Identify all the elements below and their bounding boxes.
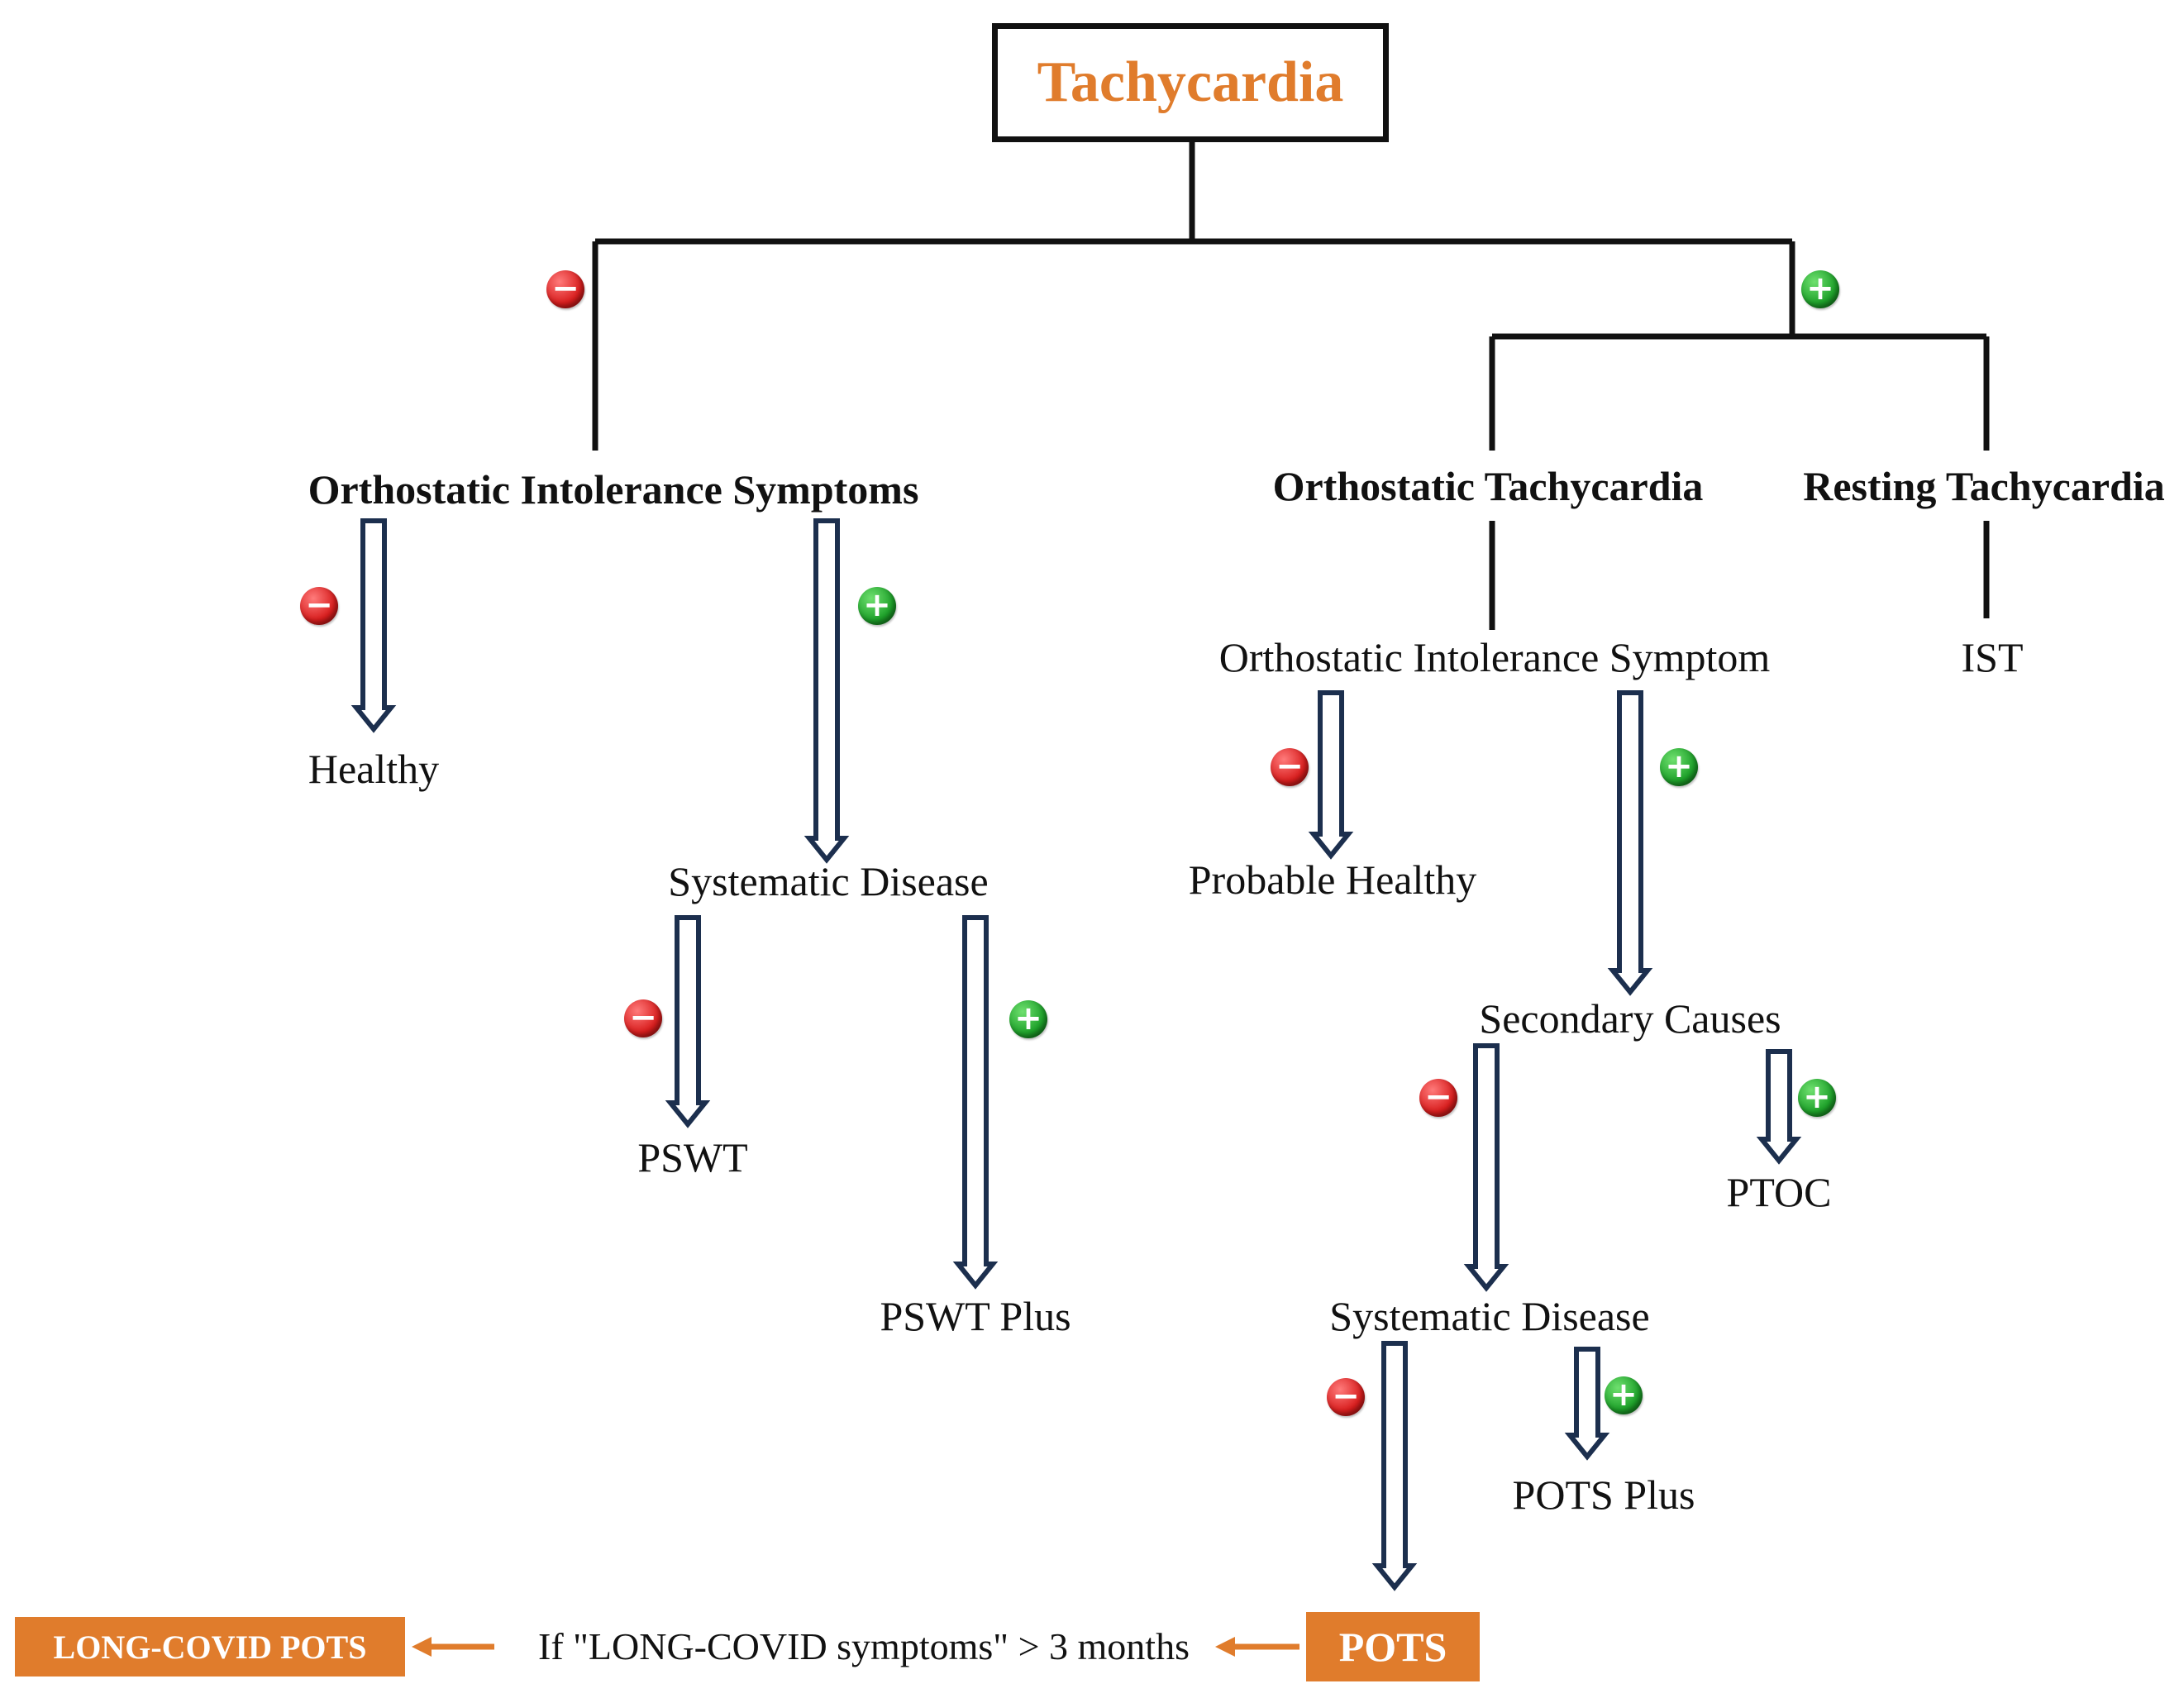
orth-intol-symptom-label: Orthostatic Intolerance Symptom	[1218, 634, 1771, 680]
orth-tachy-label: Orthostatic Tachycardia	[1272, 463, 1704, 509]
down-arrow	[1371, 1341, 1418, 1591]
down-arrow	[1308, 690, 1354, 860]
positive-icon: +	[1009, 1000, 1047, 1038]
pswt-label: PSWT	[637, 1134, 748, 1180]
pots-box: POTS	[1306, 1612, 1480, 1681]
down-arrow	[1564, 1347, 1610, 1461]
left-arrow-head	[1215, 1637, 1235, 1657]
healthy-label: Healthy	[308, 746, 440, 792]
left-arrow-head	[412, 1637, 432, 1657]
title-box: Tachycardia	[992, 23, 1389, 142]
pswt-plus-label: PSWT Plus	[880, 1293, 1071, 1339]
probable-healthy-label: Probable Healthy	[1188, 856, 1477, 903]
down-arrow	[804, 518, 850, 864]
positive-icon: +	[1798, 1079, 1836, 1117]
arrows-group	[350, 518, 1802, 1591]
positive-icon: +	[1801, 270, 1839, 308]
down-arrow	[665, 915, 711, 1128]
long-covid-pots-label: LONG-COVID POTS	[53, 1628, 367, 1666]
orth-intol-symptoms-label: Orthostatic Intolerance Symptoms	[308, 466, 919, 513]
ptoc-label: PTOC	[1726, 1169, 1832, 1215]
negative-icon: −	[300, 587, 338, 625]
negative-icon: −	[1419, 1079, 1457, 1117]
title-text: Tachycardia	[1037, 50, 1344, 114]
positive-icon: +	[1605, 1376, 1643, 1414]
connector-lines	[592, 142, 1990, 630]
pots-plus-label: POTS Plus	[1512, 1471, 1695, 1518]
down-arrow	[1607, 690, 1653, 996]
positive-icon: +	[1660, 748, 1698, 786]
negative-icon: −	[546, 270, 584, 308]
down-arrow	[952, 915, 999, 1290]
long-covid-pots-box: LONG-COVID POTS	[15, 1617, 405, 1677]
negative-icon: −	[1271, 748, 1309, 786]
positive-icon: +	[858, 587, 896, 625]
resting-tachy-label: Resting Tachycardia	[1803, 463, 2165, 509]
systematic-disease-left-label: Systematic Disease	[668, 858, 989, 904]
secondary-causes-label: Secondary Causes	[1479, 995, 1781, 1042]
orange-arrows-group	[412, 1637, 1299, 1657]
systematic-disease-right-label: Systematic Disease	[1329, 1293, 1650, 1339]
negative-icon: −	[624, 999, 662, 1037]
ist-label: IST	[1961, 634, 2024, 680]
pots-label: POTS	[1338, 1624, 1447, 1670]
long-covid-condition-label: If "LONG-COVID symptoms" > 3 months	[538, 1625, 1190, 1667]
down-arrow	[350, 518, 397, 733]
negative-icon: −	[1327, 1378, 1365, 1416]
down-arrow	[1756, 1049, 1802, 1165]
down-arrow	[1463, 1043, 1509, 1292]
